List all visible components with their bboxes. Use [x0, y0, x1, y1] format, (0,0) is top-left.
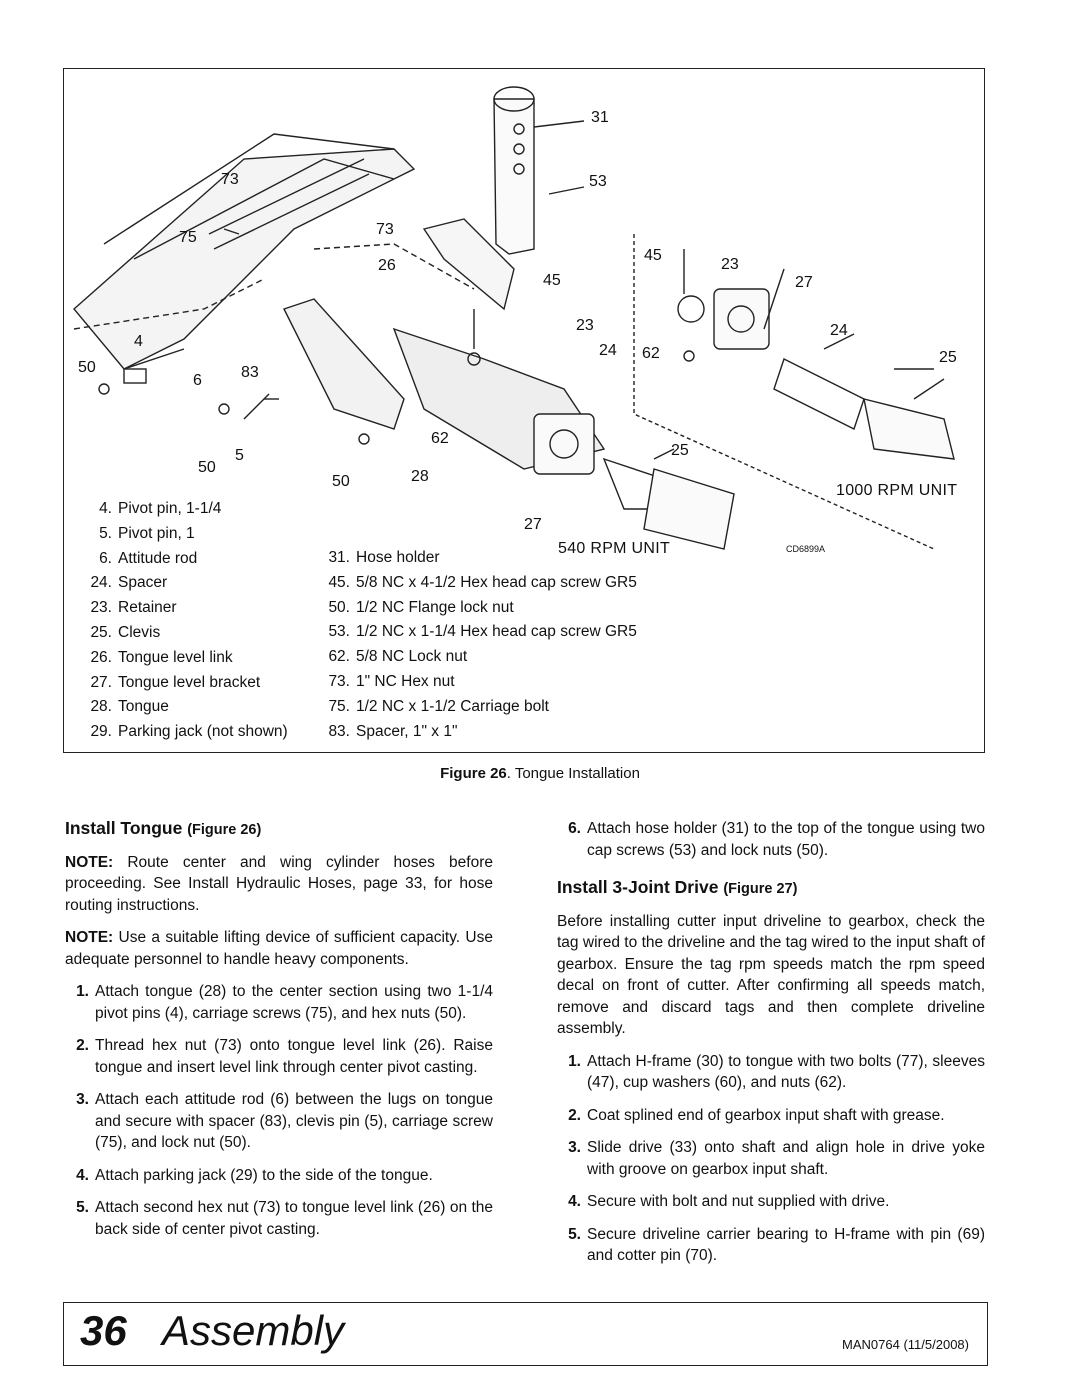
step-item: 5.Secure driveline carrier bearing to H-…	[568, 1225, 985, 1265]
document-code: MAN0764 (11/5/2008)	[842, 1337, 969, 1352]
right-column: 6.Attach hose holder (31) to the top of …	[557, 818, 985, 1278]
unit-540-label: 540 RPM UNIT	[558, 540, 671, 557]
note-hoses: NOTE: Route center and wing cylinder hos…	[65, 853, 493, 914]
callout-24-right: 24	[830, 322, 848, 339]
callout-23-right: 23	[721, 256, 739, 273]
legend-item: 50.1/2 NC Flange lock nut	[328, 598, 514, 616]
drive-intro: Before installing cutter input driveline…	[557, 912, 985, 1038]
step-item: 2.Coat splined end of gearbox input shaf…	[568, 1106, 945, 1124]
install-3-joint-drive-heading: Install 3-Joint Drive (Figure 27)	[557, 877, 798, 897]
callout-6: 6	[193, 372, 202, 389]
callout-50-bottom: 50	[198, 459, 216, 476]
callout-27: 27	[524, 516, 542, 533]
drawing-code: CD6899A	[786, 544, 826, 554]
callout-75: 75	[179, 229, 197, 246]
legend-item: 75.1/2 NC x 1-1/2 Carriage bolt	[328, 697, 549, 715]
legend-item: 23.Retainer	[90, 599, 177, 617]
callout-27-right: 27	[795, 274, 813, 291]
legend-right: 31.Hose holder 45.5/8 NC x 4-1/2 Hex hea…	[314, 546, 637, 744]
callout-62-right: 62	[642, 345, 660, 362]
step-item: 5.Attach second hex nut (73) to tongue l…	[76, 1199, 493, 1238]
figure-caption-label: Figure 26	[440, 765, 507, 782]
step-item: 3.Attach each attitude rod (6) between t…	[76, 1091, 493, 1151]
step-item: 3.Slide drive (33) onto shaft and align …	[568, 1139, 985, 1178]
callout-83: 83	[241, 364, 259, 381]
figure-caption-text: . Tongue Installation	[506, 765, 640, 782]
callout-73: 73	[376, 221, 394, 238]
note-lifting: NOTE: Use a suitable lifting device of s…	[65, 929, 493, 968]
legend-item: 62.5/8 NC Lock nut	[328, 648, 468, 666]
legend-item: 53.1/2 NC x 1-1/4 Hex head cap screw GR5	[328, 623, 637, 641]
callout-73-top: 73	[221, 171, 239, 188]
callout-26: 26	[378, 257, 396, 274]
legend-item: 26.Tongue level link	[90, 648, 233, 666]
step-item: 4.Attach parking jack (29) to the side o…	[76, 1166, 433, 1184]
step-item: 6.Attach hose holder (31) to the top of …	[568, 820, 985, 859]
callout-23: 23	[576, 317, 594, 334]
callout-53: 53	[589, 173, 607, 190]
step-item: 4.Secure with bolt and nut supplied with…	[568, 1193, 890, 1210]
unit-1000-label: 1000 RPM UNIT	[836, 482, 958, 499]
callout-50: 50	[332, 473, 350, 490]
callout-25: 25	[671, 442, 689, 459]
legend-item: 4.Pivot pin, 1-1/4	[99, 500, 222, 517]
legend-item: 24.Spacer	[90, 574, 168, 592]
callout-24: 24	[599, 342, 617, 359]
legend-item: 27.Tongue level bracket	[90, 673, 261, 691]
tongue-installation-diagram	[73, 86, 955, 550]
page-footer: 36 Assembly MAN0764 (11/5/2008)	[63, 1302, 988, 1366]
legend-item: 5.Pivot pin, 1	[99, 524, 195, 542]
callout-4: 4	[134, 333, 143, 350]
figure-26-box: 31 53 73 75 73 26 45 23 27 45 23 24 24 6…	[63, 68, 985, 753]
legend-left: 4.Pivot pin, 1-1/4 5.Pivot pin, 1 6.Atti…	[76, 497, 288, 745]
callout-62: 62	[431, 430, 449, 447]
callout-25-right: 25	[939, 349, 957, 366]
section-title: Assembly	[162, 1307, 345, 1354]
callout-50-left: 50	[78, 359, 96, 376]
callout-45: 45	[543, 272, 561, 289]
legend-item: 28.Tongue	[90, 698, 169, 716]
step-item: 1.Attach H-frame (30) to tongue with two…	[568, 1052, 985, 1092]
figure-caption: Figure 26. Tongue Installation	[0, 765, 1080, 782]
step-item: 2.Thread hex nut (73) onto tongue level …	[76, 1037, 493, 1076]
legend-item: 45.5/8 NC x 4-1/2 Hex head cap screw GR5	[328, 573, 637, 591]
step-item: 1.Attach tongue (28) to the center secti…	[76, 983, 493, 1022]
legend-item: 73.1" NC Hex nut	[328, 672, 455, 690]
callout-28: 28	[411, 468, 429, 485]
legend-item: 83.Spacer, 1" x 1"	[328, 722, 458, 740]
callout-31: 31	[591, 109, 609, 126]
legend-item: 25.Clevis	[90, 623, 161, 641]
legend-item: 6.Attitude rod	[99, 549, 198, 567]
callout-45-right: 45	[644, 247, 662, 264]
legend-item: 31.Hose holder	[328, 549, 440, 566]
callout-5: 5	[235, 447, 244, 464]
page-number: 36	[80, 1307, 127, 1354]
left-column: Install Tongue (Figure 26) NOTE: Route c…	[65, 818, 493, 1251]
install-tongue-heading: Install Tongue (Figure 26)	[65, 818, 262, 838]
legend-item: 29.Parking jack (not shown)	[90, 723, 288, 741]
